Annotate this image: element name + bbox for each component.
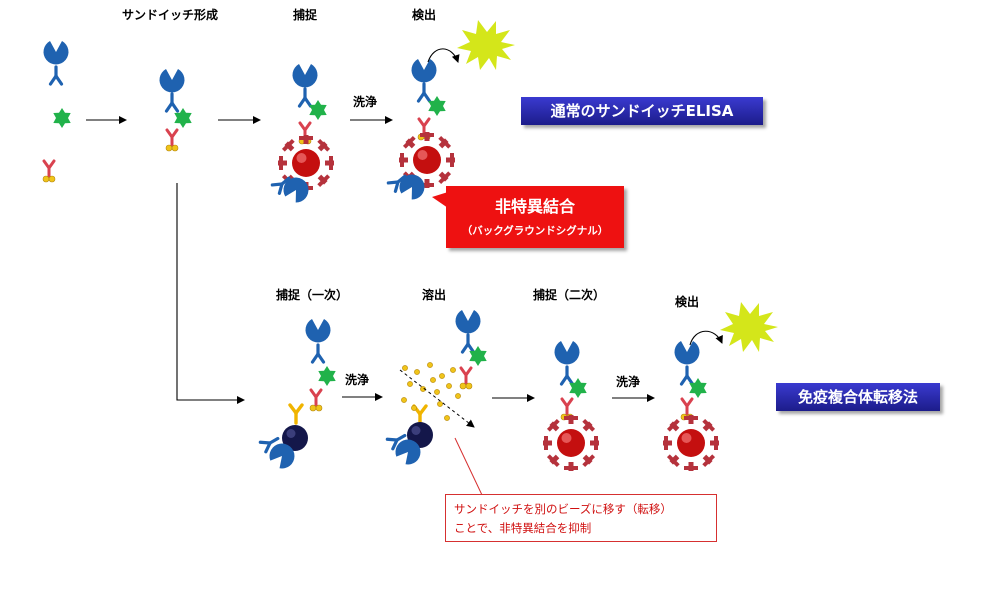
detection-complex: [386, 59, 467, 203]
blue-antibody-icon: [48, 65, 64, 86]
signal-curve-arrow-1: [427, 48, 460, 63]
step-sandwich-formation: サンドイッチ形成: [122, 8, 219, 22]
captured-complex-on-bead: [266, 64, 346, 206]
secondary-capture-complex: [531, 341, 611, 483]
step-elution: 溶出: [422, 288, 447, 302]
transfer-method-title: 免疫複合体転移法: [776, 383, 940, 411]
primary-capture-complex: [258, 319, 336, 473]
elution-dashed-arrow: [399, 369, 475, 428]
background-signal-label: （バックグラウンドシグナル）: [461, 225, 609, 237]
step-wash-2: 洗浄: [345, 373, 370, 387]
branch-arrow: [176, 183, 245, 404]
note-line-1: サンドイッチを別のビーズに移す（転移）: [454, 502, 672, 516]
note-pointer-line: [454, 437, 483, 496]
sandwich-complex-1: [159, 69, 192, 153]
step-capture-primary: 捕捉（一次）: [276, 288, 349, 302]
detection-antibody-icon: [41, 159, 57, 184]
standard-elisa-title: 通常のサンドイッチELISA: [521, 97, 763, 125]
transfer-note-box: サンドイッチを別のビーズに移す（転移） ことで、非特異結合を抑制: [445, 494, 717, 542]
step-detection-2: 検出: [675, 295, 700, 309]
released-label-dots: [401, 362, 461, 421]
antigen-icon: [53, 108, 71, 128]
capture-target-pacman-icon: [43, 41, 69, 65]
step-wash-1: 洗浄: [353, 95, 378, 109]
step-capture: 捕捉: [293, 8, 318, 22]
step-detection: 検出: [412, 8, 437, 22]
transfer-detection-complex: [651, 341, 731, 483]
nonspecific-binding-callout: 非特異結合 （バックグラウンドシグナル）: [446, 186, 624, 248]
note-line-2: ことで、非特異結合を抑制: [454, 521, 592, 535]
nonspecific-pointer: [432, 192, 448, 208]
step-wash-3: 洗浄: [616, 375, 641, 389]
signal-burst-icon-2: [720, 302, 778, 352]
step-capture-secondary: 捕捉（二次）: [533, 288, 606, 302]
signal-curve-arrow-2: [689, 330, 723, 346]
nonspecific-binding-label: 非特異結合: [494, 197, 575, 216]
signal-burst-icon: [457, 20, 515, 70]
